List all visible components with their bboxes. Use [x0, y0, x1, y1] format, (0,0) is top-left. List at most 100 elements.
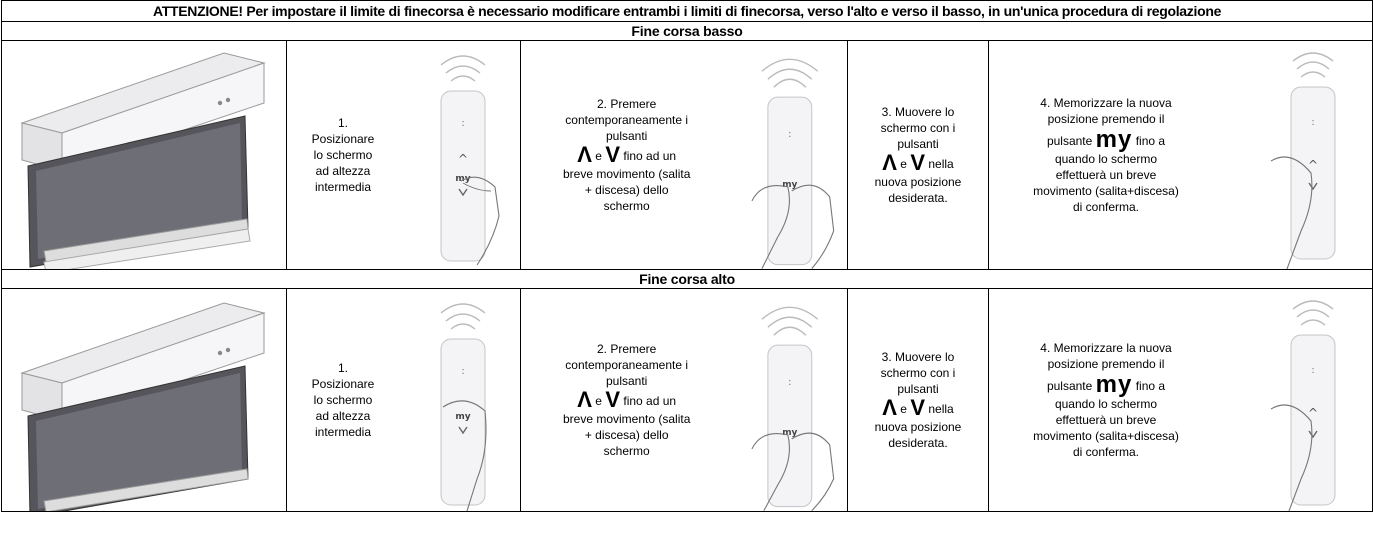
- up-arrow-icon: Λ: [577, 387, 592, 412]
- step3-text: 3. Muovere lo schermo con i pulsanti Λ e…: [848, 104, 988, 206]
- screen-illustration-cell: [1, 288, 287, 512]
- step4-line: posizione premendo il: [1047, 357, 1165, 371]
- step3-glyph-line: Λ e V nella: [848, 152, 988, 174]
- step3-line: nuova posizione: [874, 420, 962, 434]
- step2-glyph-line: Λ e V fino ad un: [521, 144, 732, 166]
- svg-text::: :: [1311, 365, 1314, 376]
- step2-line: schermo: [603, 444, 650, 458]
- step2-after-glyph: fino ad un: [623, 394, 677, 408]
- step3-after-glyph: nella: [928, 157, 954, 171]
- step2-line: breve movimento (salita: [562, 412, 691, 426]
- step2-line: + discesa) dello: [584, 183, 669, 197]
- step4-line: di conferma.: [1072, 200, 1140, 214]
- svg-text:^: ^: [1308, 406, 1318, 420]
- svg-text:^: ^: [1308, 158, 1318, 172]
- step1-line: intermedia: [314, 425, 372, 439]
- svg-text::: :: [461, 118, 464, 129]
- step3-line: 3. Muovere lo: [881, 350, 955, 364]
- step1-line: ad altezza: [315, 409, 371, 423]
- step1-line: lo schermo: [313, 148, 373, 162]
- step2-line: 2. Premere: [597, 342, 657, 356]
- remote-my-label: my: [783, 180, 798, 190]
- step3-glyph-line: Λ e V nella: [848, 397, 988, 419]
- remote-my-label: my: [455, 412, 470, 422]
- step3-line: schermo con i: [880, 366, 956, 380]
- step2-line: contemporaneamente i: [565, 358, 689, 372]
- step1-line: Posizionare: [311, 377, 375, 391]
- down-arrow-icon: V: [605, 142, 621, 167]
- up-arrow-icon: Λ: [882, 150, 897, 175]
- step1-cell: 1. Posizionare lo schermo ad altezza int…: [286, 40, 521, 270]
- section-title-top-limit: Fine corsa alto: [0, 269, 1373, 289]
- svg-text::: :: [461, 366, 464, 377]
- svg-text::: :: [788, 129, 791, 140]
- step3-line: desiderata.: [888, 436, 948, 450]
- step3-and: e: [900, 402, 907, 416]
- step2-text: 2. Premere contemporaneamente i pulsanti…: [521, 96, 732, 214]
- step1-line: intermedia: [314, 180, 372, 194]
- instructions-table: ATTENZIONE! Per impostare il limite di f…: [0, 0, 1373, 512]
- step4-line: quando lo schermo: [1054, 397, 1158, 411]
- svg-text:^: ^: [458, 152, 468, 166]
- step4-post-my: fino a: [1135, 379, 1166, 393]
- step3-line: schermo con i: [880, 121, 956, 135]
- warning-banner: ATTENZIONE! Per impostare il limite di f…: [0, 0, 1373, 22]
- step2-text: 2. Premere contemporaneamente i pulsanti…: [521, 341, 732, 459]
- step3-line: desiderata.: [888, 191, 948, 205]
- remote-my-label: my: [783, 428, 798, 438]
- remote-my-label: my: [455, 174, 470, 184]
- step4-text: 4. Memorizzare la nuova posizione premen…: [981, 340, 1231, 460]
- up-arrow-icon: Λ: [882, 395, 897, 420]
- step3-text: 3. Muovere lo schermo con i pulsanti Λ e…: [848, 349, 988, 451]
- step1-line: 1.: [337, 361, 348, 375]
- svg-text::: :: [788, 377, 791, 388]
- step1-line: lo schermo: [313, 393, 373, 407]
- step2-line: pulsanti: [605, 129, 648, 143]
- step2-line: 2. Premere: [597, 97, 657, 111]
- step3-line: 3. Muovere lo: [881, 105, 955, 119]
- step2-cell: 2. Premere contemporaneamente i pulsanti…: [520, 40, 848, 270]
- step1-line: Posizionare: [311, 132, 375, 146]
- remote-control-image: : my: [751, 306, 835, 511]
- step3-cell: 3. Muovere lo schermo con i pulsanti Λ e…: [847, 288, 989, 512]
- step4-post-my: fino a: [1135, 134, 1166, 148]
- step1-text: 1. Posizionare lo schermo ad altezza int…: [283, 115, 403, 195]
- step4-text: 4. Memorizzare la nuova posizione premen…: [981, 95, 1231, 215]
- step3-line: nuova posizione: [874, 175, 962, 189]
- step4-pre-my: pulsante: [1046, 134, 1093, 148]
- step4-my-line: pulsante my fino a: [981, 373, 1231, 397]
- step3-line: pulsanti: [897, 137, 939, 151]
- remote-control-image: : my: [751, 58, 835, 269]
- section-title-bottom-limit: Fine corsa basso: [0, 21, 1373, 41]
- step4-line: effettuerà un breve: [1055, 168, 1157, 182]
- step4-cell: 4. Memorizzare la nuova posizione premen…: [987, 40, 1373, 270]
- svg-text::: :: [1311, 117, 1314, 128]
- step4-line: di conferma.: [1072, 445, 1140, 459]
- step4-my-line: pulsante my fino a: [981, 126, 1231, 153]
- up-arrow-icon: Λ: [577, 142, 592, 167]
- remote-control-image: : ^: [1270, 300, 1336, 511]
- screen-illustration-cell: [1, 40, 287, 270]
- step2-after-glyph: fino ad un: [623, 149, 677, 163]
- step2-line: pulsanti: [605, 374, 648, 388]
- step1-cell: 1. Posizionare lo schermo ad altezza int…: [286, 288, 521, 512]
- step3-and: e: [900, 157, 907, 171]
- remote-control-image: : ^ my: [440, 55, 500, 266]
- projection-screen-image: [20, 52, 266, 269]
- down-arrow-icon: V: [910, 395, 926, 420]
- step2-line: breve movimento (salita: [562, 167, 691, 181]
- step4-line: 4. Memorizzare la nuova: [1040, 341, 1172, 355]
- step2-line: contemporaneamente i: [565, 113, 689, 127]
- step2-and: e: [595, 394, 602, 408]
- step2-line: schermo: [603, 199, 650, 213]
- step2-and: e: [595, 149, 602, 163]
- step4-line: quando lo schermo: [1054, 152, 1158, 166]
- step4-line: 4. Memorizzare la nuova: [1040, 96, 1172, 110]
- projection-screen-image: [20, 302, 266, 511]
- my-button-icon: my: [1095, 126, 1133, 153]
- step4-line: posizione premendo il: [1047, 112, 1165, 126]
- step1-text: 1. Posizionare lo schermo ad altezza int…: [283, 360, 403, 440]
- step2-glyph-line: Λ e V fino ad un: [521, 389, 732, 411]
- step3-line: pulsanti: [897, 382, 939, 396]
- step3-after-glyph: nella: [928, 402, 954, 416]
